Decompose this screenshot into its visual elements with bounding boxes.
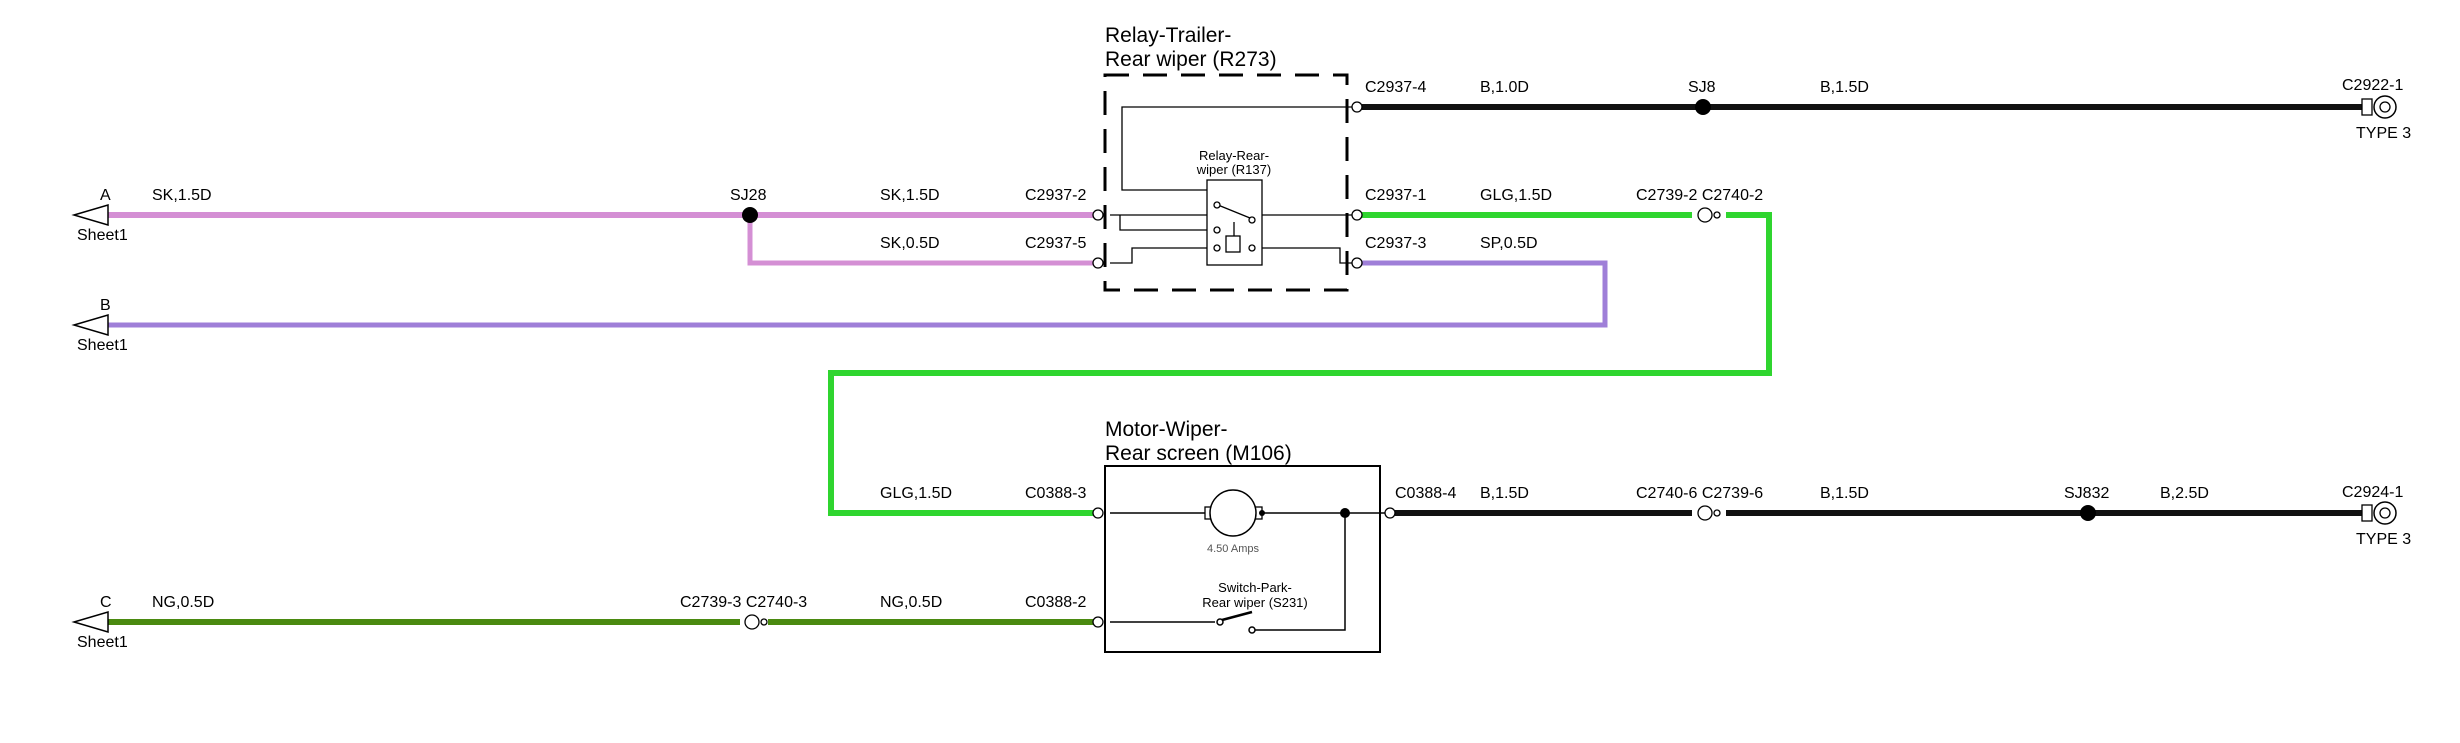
pin-c2937-1-icon	[1351, 209, 1363, 221]
sheet-ref-letter: B	[100, 297, 111, 314]
splice-dot-icon	[1695, 99, 1711, 115]
switch-label1: Switch-Park-	[1218, 580, 1292, 595]
wire-b-sp	[108, 260, 1608, 328]
wire-label: SK,1.5D	[880, 187, 940, 204]
wire-label: SP,0.5D	[1480, 235, 1538, 252]
wire-label: B,1.5D	[1480, 485, 1529, 502]
terminal-icon	[2361, 98, 2373, 116]
connector-icon	[1697, 207, 1713, 223]
offsheet-arrow-icon	[71, 313, 109, 337]
splice-dot-icon	[2080, 505, 2096, 521]
motor-wiper-m106[interactable]: Motor-Wiper- Rear screen (M106) 4.50 Amp…	[1092, 418, 1396, 653]
splice-dot-icon	[742, 207, 758, 223]
connector-labels: C2937-2 C2937-5 C2937-4 C2937-1 C2937-3 …	[680, 79, 1763, 611]
ground-type: TYPE 3	[2356, 125, 2411, 142]
pin-c0388-4-icon	[1384, 507, 1396, 519]
wire-glg-loop	[828, 212, 1772, 516]
connector-label: C2740-6 C2739-6	[1636, 485, 1763, 502]
wire-label: NG,0.5D	[152, 594, 214, 611]
connector-icon	[744, 614, 760, 630]
connector-label: C0388-2	[1025, 594, 1086, 611]
wire-label: GLG,1.5D	[880, 485, 952, 502]
wire-label: SK,0.5D	[880, 235, 940, 252]
pin-c2937-3-icon	[1351, 257, 1363, 269]
wire-label: B,1.5D	[1820, 79, 1869, 96]
wire-label: GLG,1.5D	[1480, 187, 1552, 204]
pin-c0388-2-icon	[1092, 616, 1104, 628]
sheet-ref-sheet: Sheet1	[77, 634, 128, 651]
connector-icon	[760, 618, 768, 626]
sheet-ref-a[interactable]: A Sheet1	[71, 187, 128, 244]
connector-icon	[1713, 509, 1721, 517]
inline-connector-c2740-6[interactable]	[1697, 505, 1721, 521]
motor-title-line2: Rear screen (M106)	[1105, 442, 1292, 465]
splice-sj832[interactable]: SJ832	[2064, 485, 2109, 521]
motor-pins	[1092, 507, 1396, 628]
connector-label: C2739-3 C2740-3	[680, 594, 807, 611]
sheet-ref-letter: C	[100, 594, 112, 611]
connector-label: C2739-2 C2740-2	[1636, 187, 1763, 204]
ground-label: C2924-1	[2342, 484, 2403, 501]
relay-title-line2: Rear wiper (R273)	[1105, 48, 1277, 71]
relay-r137-label1: Relay-Rear-	[1199, 148, 1269, 163]
relay-contact-icon	[1213, 201, 1256, 253]
ground-c2922-1[interactable]: C2922-1 TYPE 3	[2342, 77, 2411, 142]
connector-label: C0388-4	[1395, 485, 1456, 502]
relay-trailer-r273[interactable]: Relay-Trailer- Rear wiper (R273) Relay-R…	[1092, 24, 1363, 292]
offsheet-arrow-icon	[71, 203, 109, 227]
wires	[108, 104, 2362, 625]
ground-label: C2922-1	[2342, 77, 2403, 94]
motor-icon	[1204, 489, 1350, 537]
connector-label: C2937-5	[1025, 235, 1086, 252]
wire-label: B,1.5D	[1820, 485, 1869, 502]
connector-label: C2937-3	[1365, 235, 1426, 252]
sheet-ref-b[interactable]: B Sheet1	[71, 297, 128, 354]
wire-label: SK,1.5D	[152, 187, 212, 204]
relay-internal-wiring	[1110, 106, 1352, 264]
wire-label: B,2.5D	[2160, 485, 2209, 502]
splice-label: SJ832	[2064, 485, 2109, 502]
sheet-ref-c[interactable]: C Sheet1	[71, 594, 128, 651]
motor-current: 4.50 Amps	[1207, 543, 1259, 555]
terminal-icon	[2361, 504, 2373, 522]
splice-sj8[interactable]: SJ8	[1688, 79, 1716, 115]
motor-internal-wiring	[1110, 512, 1390, 631]
park-switch-icon	[1216, 610, 1256, 634]
connector-icon	[1697, 505, 1713, 521]
ground-ring-inner-icon	[2379, 101, 2391, 113]
ground-c2924-1[interactable]: C2924-1 TYPE 3	[2342, 484, 2411, 548]
connector-icon	[1713, 211, 1721, 219]
pin-c2937-5-icon	[1092, 257, 1104, 269]
sheet-ref-sheet: Sheet1	[77, 337, 128, 354]
wire-label: NG,0.5D	[880, 594, 942, 611]
wire-label: B,1.0D	[1480, 79, 1529, 96]
motor-title-line1: Motor-Wiper-	[1105, 418, 1228, 441]
connector-label: C2937-2	[1025, 187, 1086, 204]
connector-label: C2937-1	[1365, 187, 1426, 204]
sheet-ref-letter: A	[100, 187, 111, 204]
motor-box	[1104, 465, 1381, 653]
pin-c0388-3-icon	[1092, 507, 1104, 519]
inline-connector-c2739-3[interactable]	[744, 614, 768, 630]
splice-label: SJ8	[1688, 79, 1716, 96]
relay-dashed-box	[1103, 73, 1349, 292]
ground-type: TYPE 3	[2356, 531, 2411, 548]
relay-r137-label2: wiper (R137)	[1196, 162, 1271, 177]
offsheet-arrow-icon	[71, 610, 109, 634]
relay-title-line1: Relay-Trailer-	[1105, 24, 1231, 47]
relay-pins	[1092, 101, 1363, 269]
connector-label: C2937-4	[1365, 79, 1426, 96]
pin-c2937-2-icon	[1092, 209, 1104, 221]
wire-sj28-sk05	[747, 215, 1098, 266]
connector-label: C0388-3	[1025, 485, 1086, 502]
switch-label2: Rear wiper (S231)	[1202, 595, 1308, 610]
wire-labels: SK,1.5D SK,1.5D SK,0.5D B,1.0D B,1.5D GL…	[152, 79, 2209, 611]
pin-c2937-4-icon	[1351, 101, 1363, 113]
inline-connector-c2739-2[interactable]	[1697, 207, 1721, 223]
ground-ring-inner-icon	[2379, 507, 2391, 519]
splice-label: SJ28	[730, 187, 767, 204]
sheet-ref-sheet: Sheet1	[77, 227, 128, 244]
splice-sj28[interactable]: SJ28	[730, 187, 767, 223]
